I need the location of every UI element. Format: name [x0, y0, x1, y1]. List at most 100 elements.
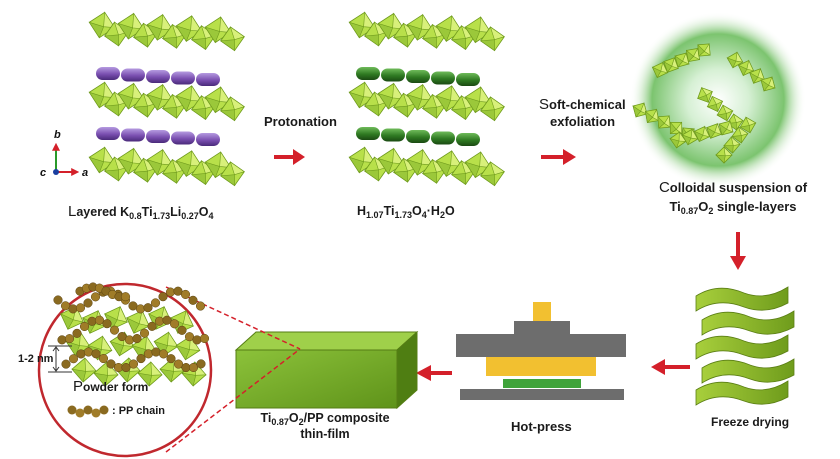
pp-chain-legend-icon — [67, 405, 109, 418]
octahedron — [669, 121, 683, 135]
arrow-exfoliation — [541, 149, 576, 165]
flake — [695, 334, 789, 360]
octahedron — [737, 59, 755, 77]
pp-bead — [196, 359, 206, 369]
colloid-rest: olloidal suspension of — [669, 180, 808, 195]
label-composite-line1: Ti0.87O2/PP composite — [235, 411, 415, 430]
layered-structure-k — [88, 11, 245, 187]
pp-bead — [166, 354, 176, 364]
formula-part: Ti — [141, 205, 153, 219]
pp-bead — [188, 362, 199, 373]
pp-bead — [162, 315, 172, 325]
formula-sub: 2 — [439, 210, 445, 220]
hydrogen-cylinder — [381, 68, 405, 82]
pp-bead — [199, 333, 210, 344]
label-exfoliation-line1: Soft-chemical — [539, 97, 626, 112]
hydrogen-cylinder — [456, 73, 480, 86]
label-protonation: Protonation — [264, 114, 337, 129]
formula-sub: 0.87 — [271, 417, 289, 427]
octahedron — [651, 61, 669, 79]
composite-film — [234, 330, 419, 410]
octahedron — [644, 108, 660, 124]
octahedron — [696, 87, 713, 103]
label-hot-press: Hot-press — [511, 419, 572, 434]
label-freeze-drying: Freeze drying — [711, 415, 790, 429]
octahedron — [663, 56, 679, 73]
hydrogen-cylinder — [356, 67, 380, 80]
formula-sub: 0.8 — [129, 211, 142, 221]
potassium-cylinder — [146, 70, 170, 83]
pp-bead — [57, 335, 67, 345]
octahedron — [697, 42, 711, 57]
pp-bead — [72, 328, 82, 338]
potassium-cylinder — [146, 130, 170, 143]
pp-bead — [128, 359, 139, 369]
octahedron — [348, 81, 376, 109]
powder-rest: owder form — [83, 380, 149, 394]
pp-bead — [195, 301, 206, 311]
colloidal-nanosheets — [632, 42, 776, 164]
hot-press — [456, 302, 626, 400]
potassium-cylinder — [121, 128, 145, 142]
formula-part: O — [444, 204, 455, 218]
formula-part: Ti — [260, 411, 272, 425]
pp-bead — [64, 334, 75, 344]
powder-cap: P — [73, 378, 84, 395]
pp-bead — [188, 295, 198, 305]
pp-bead — [117, 332, 127, 342]
pp-bead — [83, 347, 94, 357]
freeze-dried-flakes — [695, 286, 795, 406]
label-layered-formula: Layered K0.8Ti1.73Li0.27O4 — [68, 204, 213, 224]
pp-bead — [158, 292, 168, 302]
octahedron — [723, 136, 741, 154]
pp-chain-overlay — [53, 282, 210, 373]
pp-bead — [173, 286, 183, 296]
potassium-cylinder — [196, 73, 220, 86]
formula-sub: 1.07 — [366, 210, 384, 220]
pp-bead — [83, 298, 93, 308]
zoom-nanosheets — [60, 305, 207, 387]
pp-bead — [151, 347, 161, 357]
octahedron — [175, 84, 203, 112]
pp-bead — [98, 353, 109, 364]
pp-bead — [68, 354, 79, 364]
colloid-cap: C — [658, 179, 670, 196]
composite-rest: /PP composite — [303, 411, 390, 425]
pp-bead — [139, 328, 150, 338]
octahedron — [126, 309, 150, 334]
octahedron — [161, 158, 187, 184]
exfoliation-rest: oft-chemical — [549, 97, 626, 112]
pp-bead — [132, 333, 142, 344]
octahedron — [219, 161, 245, 187]
octahedron — [71, 357, 97, 383]
hydrogen-cylinder — [456, 133, 480, 146]
pp-bead — [143, 349, 154, 359]
pp-bead — [87, 316, 97, 326]
octahedron — [716, 104, 734, 122]
formula-part: O — [198, 205, 209, 219]
formula-sub: 0.87 — [680, 206, 699, 216]
pp-bead — [120, 292, 131, 302]
flake — [701, 358, 795, 384]
flake — [701, 310, 795, 336]
potassium-cylinder — [96, 67, 120, 80]
potassium-cylinder — [96, 127, 120, 140]
colloid-rest2: single-layers — [713, 199, 797, 214]
pp-bead — [91, 349, 101, 359]
pp-bead — [158, 349, 169, 359]
hydrogen-cylinder — [431, 131, 455, 145]
octahedron — [479, 161, 505, 187]
label-exfoliation-line2: exfoliation — [550, 114, 616, 129]
pp-bead — [136, 354, 146, 364]
pp-bead — [173, 359, 184, 369]
octahedron — [731, 126, 749, 144]
formula-part: O — [411, 204, 422, 218]
formula-part: ·H — [426, 204, 440, 218]
potassium-cylinder — [196, 133, 220, 146]
pp-bead — [79, 321, 90, 332]
pp-bead — [75, 303, 86, 313]
formula-sub: 0.27 — [181, 211, 199, 221]
pp-bead — [192, 335, 202, 345]
pp-bead — [109, 325, 120, 335]
